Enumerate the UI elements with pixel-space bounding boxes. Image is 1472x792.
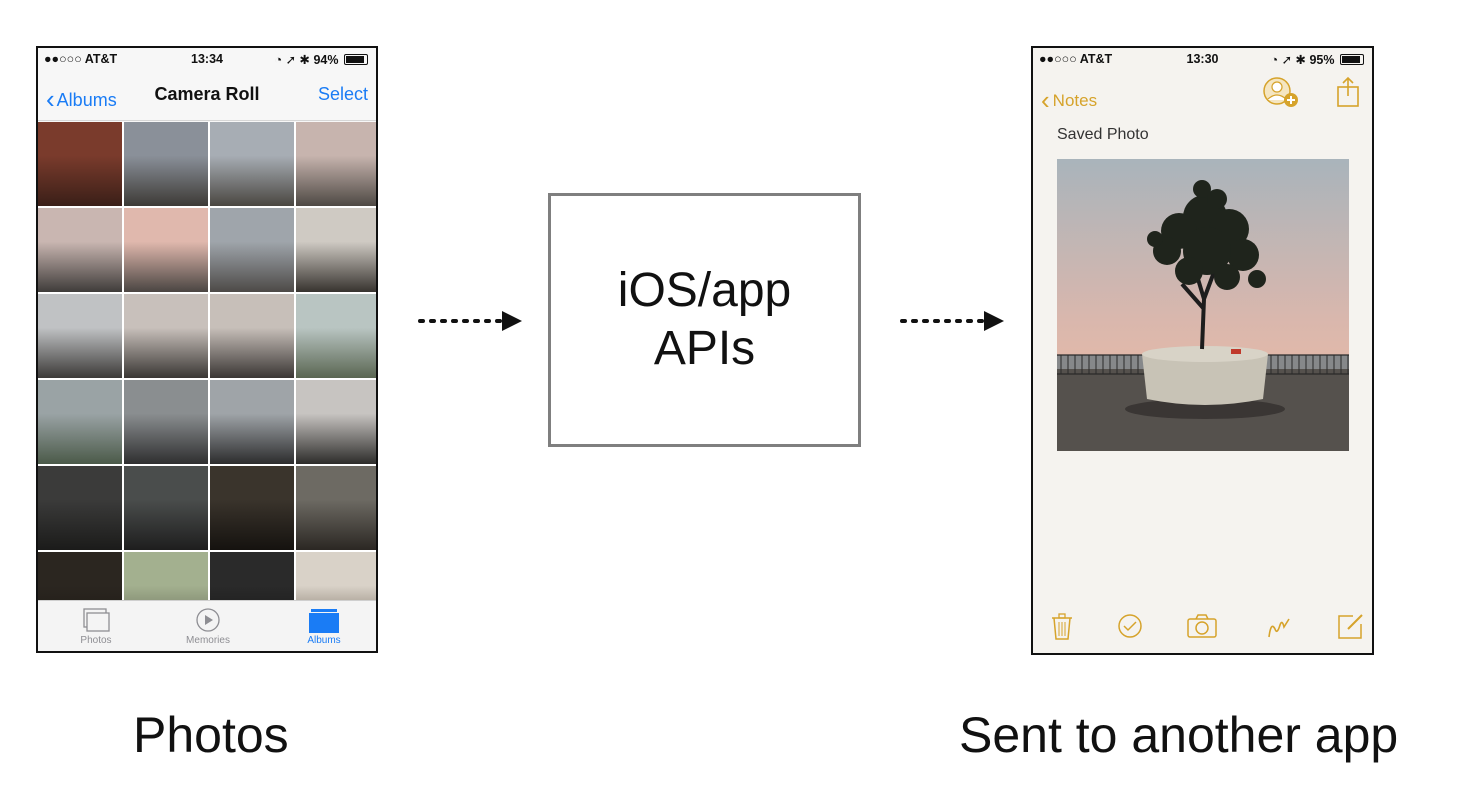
tab-bar: Photos Memories Albums: [38, 600, 376, 651]
select-button[interactable]: Select: [317, 84, 368, 104]
clock: 13:34: [191, 52, 223, 66]
api-box: iOS/app APIs: [548, 193, 861, 447]
clock: 13:30: [1186, 52, 1219, 66]
photo-thumbnail[interactable]: [210, 466, 294, 550]
photos-phone-screenshot: ●●○○○ AT&T 13:34 ◔ ➚ ✱ 94% ‹Albums Camer…: [36, 46, 378, 653]
memories-icon: [196, 608, 220, 632]
photo-thumbnail[interactable]: [296, 380, 376, 464]
sketch-icon[interactable]: [1265, 611, 1295, 641]
tab-photos[interactable]: Photos: [56, 605, 136, 646]
chevron-left-icon: ‹: [1041, 85, 1050, 115]
photo-thumbnail[interactable]: [210, 294, 294, 378]
photo-thumbnail[interactable]: [38, 122, 122, 206]
back-label: Albums: [56, 90, 117, 110]
albums-folder-icon: [309, 609, 339, 633]
photo-thumbnail[interactable]: [38, 380, 122, 464]
note-toolbar: [1033, 603, 1372, 653]
notes-phone-screenshot: ●●○○○ AT&T 13:30 ◔ ➚ ✱ 95% ‹Notes Saved …: [1031, 46, 1374, 655]
status-bar: ●●○○○ AT&T 13:34 ◔ ➚ ✱ 94%: [38, 48, 376, 70]
tab-photos-label: Photos: [80, 635, 112, 646]
arrow-photos-to-api: [418, 311, 522, 331]
chevron-left-icon: ‹: [46, 84, 55, 114]
tab-memories-label: Memories: [186, 635, 230, 646]
back-label: Notes: [1052, 91, 1098, 110]
tab-albums[interactable]: Albums: [284, 605, 364, 646]
photo-thumbnail[interactable]: [210, 208, 294, 292]
photo-grid: [38, 122, 376, 636]
battery-percent: 95%: [1309, 53, 1335, 67]
photo-thumbnail[interactable]: [296, 122, 376, 206]
add-person-icon[interactable]: [1261, 76, 1303, 110]
photo-thumbnail[interactable]: [124, 122, 208, 206]
api-box-line2: APIs: [653, 322, 756, 375]
tab-albums-label: Albums: [307, 635, 341, 646]
status-bar: ●●○○○ AT&T 13:30 ◔ ➚ ✱ 95%: [1033, 48, 1372, 70]
caption-sent-to-another-app: Sent to another app: [959, 707, 1399, 763]
arrow-api-to-app: [900, 311, 1004, 331]
back-button[interactable]: ‹Albums: [46, 82, 117, 114]
camera-icon[interactable]: [1187, 611, 1217, 641]
share-icon[interactable]: [1335, 76, 1361, 108]
photo-thumbnail[interactable]: [124, 380, 208, 464]
api-box-line1: iOS/app: [617, 264, 792, 317]
battery-percent: 94%: [313, 53, 339, 67]
battery-icon: [344, 54, 368, 65]
photo-thumbnail[interactable]: [210, 122, 294, 206]
photo-thumbnail[interactable]: [124, 466, 208, 550]
note-title: Saved Photo: [1057, 126, 1149, 143]
photo-thumbnail[interactable]: [296, 208, 376, 292]
navigation-bar: ‹Albums Camera Roll Select: [38, 70, 376, 121]
photos-stack-icon: [83, 608, 110, 632]
photo-thumbnail[interactable]: [38, 294, 122, 378]
carrier-label: ●●○○○ AT&T: [1039, 52, 1113, 66]
photo-thumbnail[interactable]: [124, 294, 208, 378]
status-icons: ◔ ➚ ✱: [1270, 53, 1310, 67]
tab-memories[interactable]: Memories: [168, 605, 248, 646]
photo-thumbnail[interactable]: [210, 380, 294, 464]
page-title: Camera Roll: [154, 84, 260, 104]
compose-icon[interactable]: [1335, 611, 1365, 641]
checklist-icon[interactable]: [1115, 611, 1145, 641]
status-icons: ◔ ➚ ✱: [274, 53, 314, 67]
photo-thumbnail[interactable]: [296, 466, 376, 550]
back-button[interactable]: ‹Notes: [1041, 82, 1098, 115]
saved-photo-image: [1057, 159, 1349, 451]
carrier-label: ●●○○○ AT&T: [44, 52, 118, 66]
photo-thumbnail[interactable]: [296, 294, 376, 378]
trash-icon[interactable]: [1047, 611, 1077, 641]
caption-photos: Photos: [133, 707, 289, 763]
photo-thumbnail[interactable]: [124, 208, 208, 292]
photo-thumbnail[interactable]: [38, 208, 122, 292]
battery-icon: [1340, 54, 1364, 65]
photo-thumbnail[interactable]: [38, 466, 122, 550]
